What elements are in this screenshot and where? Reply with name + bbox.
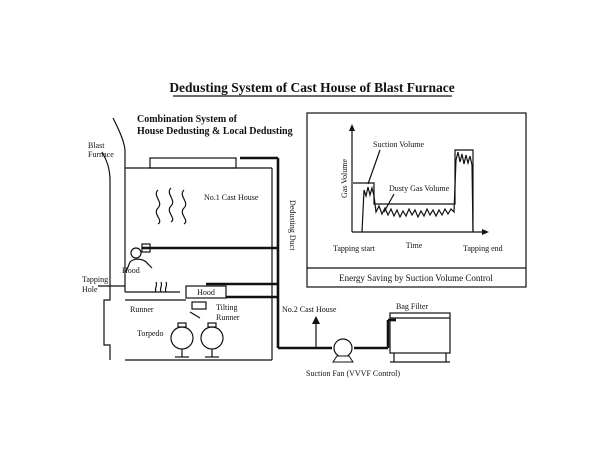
suction-volume-chart: Energy Saving by Suction Volume Control … — [306, 112, 527, 288]
blast-furnace-label-1: Blast — [88, 141, 105, 150]
torpedo-car-1 — [170, 322, 194, 358]
chart-y-label: Gas Volume — [340, 159, 349, 198]
chart-tapping-start: Tapping start — [333, 244, 376, 253]
torpedo-car-2 — [200, 322, 224, 358]
bag-filter-label: Bag Filter — [396, 302, 429, 311]
tilting-runner-label-2: Runner — [216, 313, 240, 322]
chart-tapping-end: Tapping end — [463, 244, 503, 253]
chart-x-label: Time — [406, 241, 423, 250]
suction-volume-line — [353, 149, 474, 232]
upper-hood-label: Hood — [122, 266, 140, 275]
tilting-runner — [191, 301, 207, 310]
suction-fan-label: Suction Fan (VVVF Control) — [306, 369, 400, 378]
subtitle-line2: House Dedusting & Local Dedusting — [137, 126, 293, 137]
blast-furnace-label-2: Furnace — [88, 150, 114, 159]
subtitle-line1: Combination System of — [137, 114, 238, 125]
chart-caption: Energy Saving by Suction Volume Control — [339, 273, 493, 283]
chart-frame — [306, 112, 527, 288]
dedusting-duct — [142, 156, 396, 350]
blast-furnace — [101, 117, 180, 360]
no2-cast-house-label: No.2 Cast House — [282, 305, 337, 314]
suction-volume-label: Suction Volume — [373, 140, 424, 149]
diagram-title: Dedusting System of Cast House of Blast … — [169, 80, 454, 95]
runner-fume-icon — [154, 281, 168, 293]
dedusting-duct-label: Dedusting Duct — [288, 200, 297, 251]
bag-filter — [389, 312, 451, 363]
suction-fan-icon — [332, 338, 354, 363]
dusty-gas-volume-label: Dusty Gas Volume — [389, 184, 450, 193]
lower-hood — [185, 285, 227, 299]
dusty-gas-line — [361, 151, 474, 233]
upper-hood — [125, 243, 153, 273]
lower-hood-label: Hood — [197, 288, 215, 297]
runner-label: Runner — [130, 305, 154, 314]
tapping-hole-label-1: Tapping — [82, 275, 108, 284]
torpedo-label: Torpedo — [137, 329, 164, 338]
no1-cast-house-label: No.1 Cast House — [204, 193, 259, 202]
fume-icon — [155, 187, 187, 225]
no2-cast-house-arrow — [312, 316, 320, 348]
tilting-runner-label-1: Tilting — [216, 303, 238, 312]
tapping-hole-label-2: Hole — [82, 285, 98, 294]
no1-cast-house-building — [125, 157, 273, 361]
